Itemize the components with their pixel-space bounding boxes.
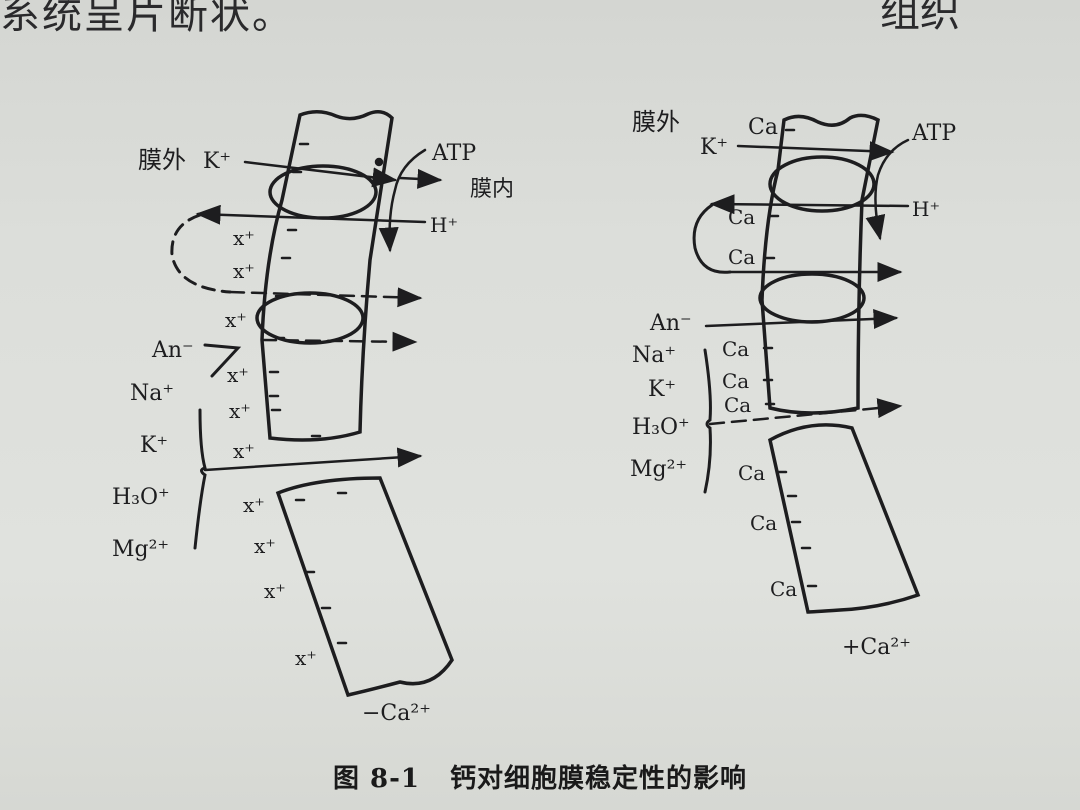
- right-ca-ticks: [762, 128, 818, 588]
- left-label-x7: x⁺: [243, 493, 265, 517]
- right-label-h: H⁺: [912, 197, 940, 221]
- previous-text-line-right: 组织: [880, 0, 960, 36]
- left-channel-upper: [268, 164, 378, 220]
- left-label-x3: x⁺: [225, 308, 247, 332]
- left-label-x6: x⁺: [233, 439, 255, 463]
- left-lower-segment: [275, 476, 454, 698]
- right-label-ca-4: Ca: [722, 369, 749, 393]
- right-label-na: Na⁺: [632, 343, 676, 368]
- left-brace: [193, 408, 207, 550]
- left-cation-arrow: [203, 447, 423, 472]
- left-label-h3o: H₃O⁺: [112, 485, 170, 510]
- right-label-condition: +Ca²⁺: [842, 635, 911, 660]
- left-label-x10: x⁺: [295, 646, 317, 670]
- right-label-an: An⁻: [649, 311, 692, 336]
- left-label-x5: x⁺: [229, 399, 251, 423]
- left-label-atp: ATP: [431, 141, 476, 166]
- right-label-ca-7: Ca: [750, 511, 777, 535]
- figure-number: 图 8-1: [332, 764, 420, 794]
- left-label-x8: x⁺: [254, 534, 276, 558]
- right-label-ca-5: Ca: [724, 393, 751, 417]
- left-charges: [268, 142, 348, 645]
- left-label-x4: x⁺: [227, 363, 249, 387]
- right-k-arrow: [736, 141, 895, 162]
- left-k-arrow: [243, 160, 398, 188]
- left-channel-lower: [255, 291, 365, 345]
- figure-caption: 图 8-1 钙对细胞膜稳定性的影响: [0, 758, 1080, 795]
- right-label-k: K⁺: [700, 135, 728, 160]
- left-dashed-loop: [170, 213, 232, 294]
- right-label-atp: ATP: [911, 121, 956, 146]
- right-label-mg: Mg²⁺: [630, 457, 687, 482]
- right-cation-arrow: [708, 398, 903, 426]
- right-atp-curve: [865, 138, 910, 241]
- right-label-ca-2: Ca: [728, 245, 755, 269]
- right-membrane-figure: [692, 113, 921, 614]
- right-label-ca-3: Ca: [722, 337, 749, 361]
- right-label-ca-1: Ca: [728, 205, 755, 229]
- right-label-k2: K⁺: [648, 377, 676, 402]
- left-label-x1: x⁺: [233, 226, 255, 250]
- right-an-arrow: [704, 308, 899, 329]
- left-dashed-arrow-1: [228, 287, 423, 308]
- left-labels: 膜外 K⁺ ATP 膜内 H⁺ x⁺ x⁺ x⁺ An⁻ x⁺ Na⁺ x⁺ K…: [112, 141, 514, 726]
- left-label-x9: x⁺: [264, 579, 286, 603]
- right-lower-segment: [768, 423, 921, 614]
- figure-title: 钙对细胞膜稳定性的影响: [450, 764, 748, 794]
- left-an-arrow: [203, 343, 242, 378]
- left-label-k: K⁺: [203, 149, 231, 174]
- left-membrane-figure: [170, 110, 454, 698]
- left-atp-arrow: [398, 168, 443, 189]
- left-label-x2: x⁺: [233, 259, 255, 283]
- right-label-ca-8: Ca: [770, 577, 797, 601]
- left-label-k2: K⁺: [140, 433, 168, 458]
- right-label-ca-6: Ca: [738, 461, 765, 485]
- left-label-h: H⁺: [430, 213, 458, 237]
- right-label-ca-top: Ca: [748, 115, 778, 140]
- left-label-outside: 膜外: [138, 146, 186, 174]
- left-label-an: An⁻: [151, 338, 194, 363]
- membrane-diagram: 膜外 K⁺ ATP 膜内 H⁺ x⁺ x⁺ x⁺ An⁻ x⁺ Na⁺ x⁺ K…: [112, 108, 956, 726]
- right-channel-upper: [768, 155, 876, 213]
- left-upper-segment: [260, 110, 394, 442]
- left-h-arrow: [195, 204, 427, 225]
- right-channel-lower: [758, 272, 866, 324]
- left-label-mg: Mg²⁺: [112, 537, 169, 562]
- left-dashed-arrow-2: [260, 331, 418, 352]
- right-label-outside: 膜外: [632, 108, 680, 136]
- left-dot: [374, 157, 384, 167]
- left-label-na: Na⁺: [130, 381, 174, 406]
- right-labels: 膜外 Ca K⁺ ATP H⁺ Ca Ca An⁻ Ca Na⁺ Ca K⁺ C…: [630, 108, 956, 660]
- right-h-arrow: [709, 194, 910, 215]
- right-upper-segment: [760, 113, 880, 415]
- previous-text-line: 系统呈片断状。: [0, 0, 294, 38]
- left-atp-curve: [378, 148, 427, 253]
- right-label-h3o: H₃O⁺: [632, 415, 690, 440]
- right-brace: [703, 348, 712, 494]
- left-label-condition: −Ca²⁺: [362, 701, 431, 726]
- right-loop: [692, 203, 732, 274]
- left-label-inside: 膜内: [470, 177, 514, 202]
